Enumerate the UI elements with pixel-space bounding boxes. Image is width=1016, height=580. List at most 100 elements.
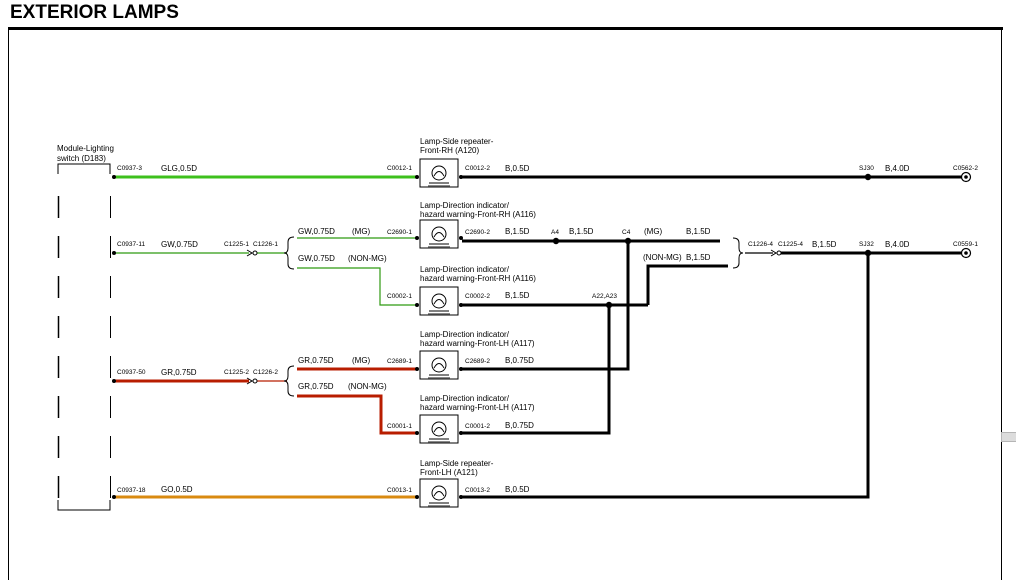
lamp-symbol-3 bbox=[415, 350, 463, 380]
wire-label-gr075: GR,0.75D bbox=[161, 368, 197, 377]
inline-conn-1226-1225-4 bbox=[770, 249, 777, 257]
bulb-filament bbox=[433, 427, 445, 433]
wire-b075-0001 bbox=[462, 305, 611, 435]
inline-conn-1225-1226-1-ring bbox=[252, 250, 258, 256]
wire-b05-bottom bbox=[462, 253, 870, 499]
lamp-base-bar bbox=[428, 246, 450, 248]
wire-label-b15-0002: B,1.5D bbox=[505, 291, 530, 300]
variant-mg-1: (MG) bbox=[352, 227, 371, 236]
wire-label-gw075-nonmg: GW,0.75D bbox=[298, 254, 335, 263]
lamp-pin-in bbox=[415, 236, 419, 240]
brace-gr bbox=[283, 365, 295, 397]
wire-label-b40-mid: B,4.0D bbox=[885, 240, 910, 249]
conn-c0013-2: C0013-2 bbox=[465, 487, 490, 494]
bulb-filament bbox=[433, 299, 445, 305]
circuit-indicator-lh: C0937-50 GR,0.75D C1225-2 C1226-2 GR,0.7… bbox=[114, 241, 630, 435]
lamp-5-line1: Lamp-Side repeater- bbox=[420, 459, 494, 468]
wire-label-b15-nonmg: B,1.5D bbox=[686, 253, 711, 262]
lamp-2-line1: Lamp-Direction indicator/ bbox=[420, 265, 510, 274]
lamp-base-bar bbox=[428, 441, 450, 443]
wire-label-gr075-nonmg: GR,0.75D bbox=[298, 382, 334, 391]
pin-c0937-11 bbox=[112, 251, 116, 255]
splice-c4: C4 bbox=[622, 229, 631, 236]
lamp-1-line2: hazard warning-Front-RH (A116) bbox=[420, 210, 536, 219]
wire-label-b075-2689: B,0.75D bbox=[505, 356, 534, 365]
wire-label-b15-c4mg: B,1.5D bbox=[686, 227, 711, 236]
ground-points bbox=[960, 171, 972, 259]
conn-c1226-4: C1226-4 bbox=[748, 241, 773, 248]
lamp-0-line1: Lamp-Side repeater- bbox=[420, 137, 494, 146]
pin-c0937-50 bbox=[112, 379, 116, 383]
module-pins bbox=[112, 175, 116, 499]
conn-c0559-1: C0559-1 bbox=[953, 241, 978, 248]
wire-label-gw075-mg: GW,0.75D bbox=[298, 227, 335, 236]
pin-c0937-3 bbox=[112, 175, 116, 179]
variant-mg-2: (MG) bbox=[644, 227, 663, 236]
wire-label-b05-bottom: B,0.5D bbox=[505, 485, 530, 494]
lamp-0-line2: Front-RH (A120) bbox=[420, 146, 479, 155]
conn-c1225-2: C1225-2 bbox=[224, 369, 249, 376]
bulb-icon bbox=[431, 226, 447, 242]
lamp-pin-in bbox=[415, 367, 419, 371]
brace-b15 bbox=[732, 237, 744, 269]
bulb-filament bbox=[433, 171, 445, 177]
inline-conn-1225-1226-2 bbox=[246, 377, 253, 385]
wire-gw075-nonmg bbox=[297, 267, 417, 306]
lamp-base-bar bbox=[428, 505, 450, 507]
bulb-filament bbox=[433, 363, 445, 369]
conn-c1226-2: C1226-2 bbox=[253, 369, 278, 376]
conn-c2689-2: C2689-2 bbox=[465, 358, 490, 365]
splice-sj30: SJ30 bbox=[859, 165, 874, 172]
wire-b075-2689 bbox=[462, 241, 630, 371]
lamp-pin-out bbox=[459, 495, 463, 499]
lamp-base-bar bbox=[428, 377, 450, 379]
bulb-icon bbox=[431, 293, 447, 309]
wire-label-glg: GLG,0.5D bbox=[161, 164, 197, 173]
splice-dot-a4 bbox=[552, 237, 560, 245]
lamp-4-line1: Lamp-Direction indicator/ bbox=[420, 394, 510, 403]
variant-nonmg-1: (NON-MG) bbox=[348, 254, 387, 263]
conn-c0001-1: C0001-1 bbox=[387, 423, 412, 430]
variant-nonmg-3: (NON-MG) bbox=[348, 382, 387, 391]
wire-label-b05-top: B,0.5D bbox=[505, 164, 530, 173]
bulb-icon bbox=[431, 165, 447, 181]
module-lighting-switch: Module-Lighting switch (D183) bbox=[57, 144, 114, 511]
inline-conn-1226-1225-4-ring bbox=[776, 250, 782, 256]
module-outline-bottom bbox=[57, 500, 111, 511]
lamp-3-line2: hazard warning-Front-LH (A117) bbox=[420, 339, 535, 348]
conn-c1225-4: C1225-4 bbox=[778, 241, 803, 248]
lamp-symbol-1 bbox=[415, 219, 463, 249]
lamp-pin-in bbox=[415, 431, 419, 435]
pin-c0937-18 bbox=[112, 495, 116, 499]
lamp-symbol-0 bbox=[415, 158, 463, 188]
bulb-icon bbox=[431, 421, 447, 437]
conn-c0013-1: C0013-1 bbox=[387, 487, 412, 494]
bulb-filament bbox=[433, 491, 445, 497]
wire-gr075-nonmg bbox=[297, 394, 417, 435]
lamp-1-line1: Lamp-Direction indicator/ bbox=[420, 201, 510, 210]
wire-label-b15-1225: B,1.5D bbox=[812, 240, 837, 249]
conn-c2690-1: C2690-1 bbox=[387, 229, 412, 236]
splice-dot-sj32 bbox=[864, 249, 872, 257]
lamp-box bbox=[419, 350, 459, 380]
module-outline-top bbox=[57, 163, 111, 174]
wire-label-b075-0001: B,0.75D bbox=[505, 421, 534, 430]
wire-label-b15-2690: B,1.5D bbox=[505, 227, 530, 236]
wire-label-go: GO,0.5D bbox=[161, 485, 193, 494]
lamp-base-bar bbox=[428, 185, 450, 187]
splice-sj32: SJ32 bbox=[859, 241, 874, 248]
circuit-indicator-rh: C0937-11 GW,0.75D C1225-1 C1226-1 GW,0.7… bbox=[114, 227, 978, 307]
variant-mg-3: (MG) bbox=[352, 356, 371, 365]
lamp-pin-in bbox=[415, 495, 419, 499]
brace-gw bbox=[283, 236, 295, 270]
lamp-pin-out bbox=[459, 236, 463, 240]
inline-connectors bbox=[246, 249, 782, 385]
circuit-side-repeater-rh: C0937-3 GLG,0.5D C0012-1 C0012-2 B,0.5D … bbox=[114, 164, 978, 179]
lamp-symbols bbox=[415, 158, 463, 508]
conn-c0012-1: C0012-1 bbox=[387, 165, 412, 172]
conn-c0937-11: C0937-11 bbox=[117, 241, 145, 248]
side-scroll-tab[interactable] bbox=[1001, 432, 1016, 442]
conn-c2690-2: C2690-2 bbox=[465, 229, 490, 236]
ground-c0559-1-inner bbox=[964, 251, 968, 255]
